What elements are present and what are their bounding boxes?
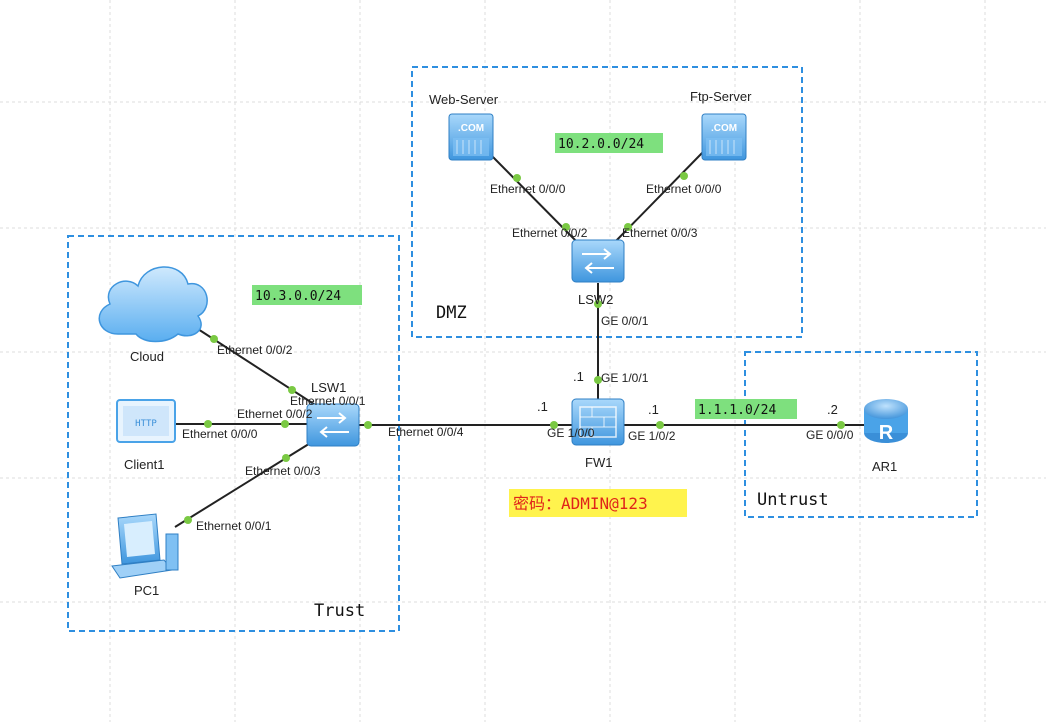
- zone-untrust-border: [744, 351, 978, 518]
- subnet-text-dmz: 10.2.0.0/24: [558, 137, 644, 152]
- port-dot: [594, 376, 602, 384]
- port-dot: [550, 421, 558, 429]
- lsw1-label: LSW1: [311, 380, 346, 395]
- client1-device[interactable]: HTTP: [116, 399, 176, 443]
- port-label-pc-e1: Ethernet 0/0/1: [196, 519, 272, 533]
- port-label-lsw2-e3: Ethernet 0/0/3: [622, 226, 698, 240]
- zone-trust-label: Trust: [314, 601, 365, 621]
- pc-icon: [111, 513, 179, 579]
- cloud-device[interactable]: [98, 266, 208, 343]
- zone-dmz-border: [411, 66, 803, 338]
- pc1-label: PC1: [134, 583, 159, 598]
- port-label-web-eth: Ethernet 0/0/0: [490, 182, 566, 196]
- subnet-text-untrust: 1.1.1.0/24: [698, 403, 776, 418]
- port-dot: [513, 174, 521, 182]
- port-dot: [282, 454, 290, 462]
- link-pc-lsw1[interactable]: [174, 441, 313, 528]
- ar1-label: AR1: [872, 459, 897, 474]
- lsw2-device[interactable]: [571, 239, 625, 283]
- port-label-ar-ge: GE 0/0/0: [806, 428, 854, 442]
- router-icon: R: [864, 399, 908, 444]
- port-dot: [288, 386, 296, 394]
- svg-text:R: R: [879, 422, 894, 444]
- port-dot: [656, 421, 664, 429]
- port-dot: [210, 335, 218, 343]
- host-id-fw-up: .1: [573, 369, 584, 384]
- port-label-lsw1-e1: Ethernet 0/0/1: [290, 394, 366, 408]
- subnet-badge-dmz: 10.2.0.0/24: [555, 133, 663, 153]
- port-dot: [594, 300, 602, 308]
- link-cloud-lsw1[interactable]: [183, 319, 321, 409]
- zone-untrust-label: Untrust: [757, 490, 829, 510]
- port-label-client-e0: Ethernet 0/0/0: [182, 427, 258, 441]
- host-id-ar-left: .2: [827, 402, 838, 417]
- ftp-server-label: Ftp-Server: [690, 89, 752, 104]
- port-dot: [364, 421, 372, 429]
- ar1-device[interactable]: R: [864, 399, 908, 444]
- svg-text:HTTP: HTTP: [135, 419, 157, 429]
- server-com-icon: .COM: [448, 113, 494, 161]
- fw1-device[interactable]: [571, 398, 625, 446]
- port-label-fw-ge12: GE 1/0/2: [628, 429, 676, 443]
- port-dot: [184, 516, 192, 524]
- svg-text:.COM: .COM: [458, 123, 484, 134]
- zone-dmz-label: DMZ: [436, 303, 467, 323]
- port-dot: [204, 420, 212, 428]
- svg-text:.COM: .COM: [711, 123, 737, 134]
- port-dot: [562, 223, 570, 231]
- subnet-badge-untrust: 1.1.1.0/24: [695, 399, 797, 419]
- host-id-fw-left: .1: [537, 399, 548, 414]
- http-client-icon: HTTP: [116, 399, 176, 443]
- fw1-label: FW1: [585, 455, 612, 470]
- port-label-cloud-e2: Ethernet 0/0/2: [217, 343, 293, 357]
- port-label-fw-ge11: GE 1/0/1: [601, 371, 649, 385]
- web-server-device[interactable]: .COM: [448, 113, 494, 161]
- firewall-icon: [571, 398, 625, 446]
- port-label-lsw1-e2: Ethernet 0/0/2: [237, 407, 313, 421]
- port-dot: [281, 420, 289, 428]
- client1-label: Client1: [124, 457, 164, 472]
- lsw1-device[interactable]: [306, 403, 360, 447]
- port-label-lsw2-ge: GE 0/0/1: [601, 314, 649, 328]
- switch-icon: [306, 403, 360, 447]
- password-text: 密码：ADMIN@123: [513, 494, 648, 513]
- port-label-lsw2-e2: Ethernet 0/0/2: [512, 226, 588, 240]
- server-com-icon: .COM: [701, 113, 747, 161]
- switch-icon: [571, 239, 625, 283]
- port-label-lsw1-e3: Ethernet 0/0/3: [245, 464, 321, 478]
- password-note: 密码：ADMIN@123: [509, 489, 687, 517]
- pc1-device[interactable]: [111, 513, 179, 579]
- ftp-server-device[interactable]: .COM: [701, 113, 747, 161]
- port-dots: [184, 172, 845, 524]
- port-label-ftp-eth: Ethernet 0/0/0: [646, 182, 722, 196]
- lsw2-label: LSW2: [578, 292, 613, 307]
- cloud-icon: [98, 266, 208, 343]
- web-server-label: Web-Server: [429, 92, 499, 107]
- port-label-fw-ge10: GE 1/0/0: [547, 426, 595, 440]
- cloud-label: Cloud: [130, 349, 164, 364]
- port-dot: [624, 223, 632, 231]
- port-label-lsw1-e4: Ethernet 0/0/4: [388, 425, 464, 439]
- port-dot: [680, 172, 688, 180]
- host-id-fw-right: .1: [648, 402, 659, 417]
- subnet-badge-trust: 10.3.0.0/24: [252, 285, 362, 305]
- subnet-text-trust: 10.3.0.0/24: [255, 289, 341, 304]
- zone-trust-border: [67, 235, 400, 632]
- port-dot: [837, 421, 845, 429]
